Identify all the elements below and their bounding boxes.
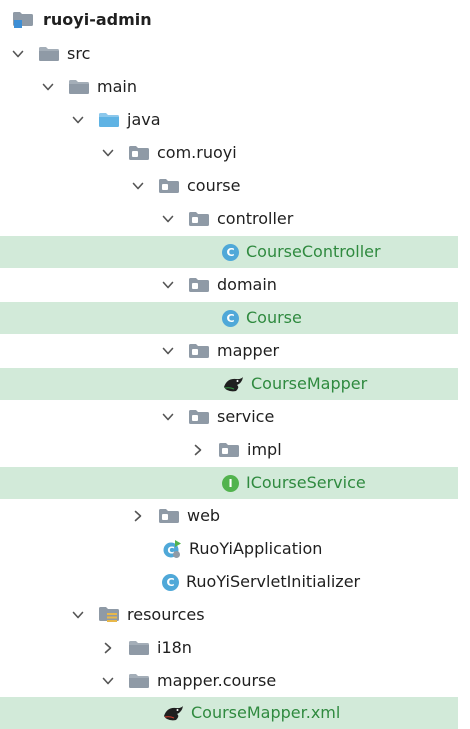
tree-node-label: main [97, 77, 137, 96]
tree-node-ruoyi-servlet-initializer[interactable]: C RuoYiServletInitializer [0, 566, 470, 598]
tree-node-label: com.ruoyi [157, 143, 237, 162]
folder-icon [68, 79, 90, 95]
chevron-down-icon[interactable] [10, 46, 26, 62]
package-icon [158, 508, 180, 524]
chevron-down-icon[interactable] [100, 673, 116, 689]
tree-node-label: RuoYiApplication [189, 539, 323, 558]
svg-text:C: C [167, 546, 174, 557]
chevron-down-icon[interactable] [160, 343, 176, 359]
resources-folder-icon [98, 606, 120, 624]
package-icon [188, 409, 210, 425]
tree-node-main[interactable]: main [0, 71, 470, 103]
tree-node-com-ruoyi[interactable]: com.ruoyi [0, 137, 470, 169]
package-icon [218, 442, 240, 458]
chevron-down-icon[interactable] [70, 112, 86, 128]
tree-node-label: impl [247, 440, 282, 459]
tree-node-label: web [187, 506, 221, 525]
tree-node-ruoyi-admin[interactable]: ruoyi-admin [0, 4, 470, 36]
tree-node-label: resources [127, 605, 205, 624]
chevron-right-icon[interactable] [190, 442, 206, 458]
tree-node-label: mapper [217, 341, 280, 360]
tree-node-label: ICourseService [246, 473, 366, 492]
java-class-icon: C [222, 309, 239, 327]
tree-node-icourse-service[interactable]: I ICourseService [0, 467, 458, 499]
chevron-down-icon[interactable] [160, 409, 176, 425]
chevron-right-icon[interactable] [100, 640, 116, 656]
folder-icon [128, 640, 150, 656]
tree-node-label: controller [217, 209, 294, 228]
java-class-icon: C [162, 573, 179, 591]
chevron-down-icon[interactable] [70, 607, 86, 623]
module-folder-icon [12, 11, 36, 29]
tree-node-label: src [67, 44, 91, 63]
tree-node-label: CourseMapper [251, 374, 368, 393]
java-class-icon: C [222, 243, 239, 261]
tree-node-label: Course [246, 308, 302, 327]
source-folder-icon [98, 112, 120, 128]
tree-node-ruoyi-application[interactable]: C RuoYiApplication [0, 533, 470, 565]
tree-node-java[interactable]: java [0, 104, 470, 136]
tree-node-web[interactable]: web [0, 500, 470, 532]
package-icon [128, 145, 150, 161]
tree-node-course-class[interactable]: C Course [0, 302, 458, 334]
tree-node-impl[interactable]: impl [0, 434, 470, 466]
chevron-down-icon[interactable] [160, 277, 176, 293]
tree-node-label: ruoyi-admin [43, 10, 152, 29]
folder-icon [128, 673, 150, 689]
tree-node-i18n[interactable]: i18n [0, 632, 470, 664]
mybatis-bird-icon [162, 704, 184, 722]
tree-node-mapper[interactable]: mapper [0, 335, 470, 367]
tree-node-service[interactable]: service [0, 401, 470, 433]
chevron-right-icon[interactable] [130, 508, 146, 524]
chevron-down-icon[interactable] [100, 145, 116, 161]
tree-node-label: CourseController [246, 242, 381, 261]
package-icon [158, 178, 180, 194]
tree-node-label: service [217, 407, 275, 426]
package-icon [188, 343, 210, 359]
spring-boot-application-icon: C [162, 539, 182, 559]
mybatis-bird-icon [222, 375, 244, 393]
tree-node-label: domain [217, 275, 277, 294]
tree-node-resources[interactable]: resources [0, 599, 470, 631]
tree-node-course[interactable]: course [0, 170, 470, 202]
tree-node-course-mapper-xml[interactable]: CourseMapper.xml [0, 697, 458, 729]
tree-node-course-mapper[interactable]: CourseMapper [0, 368, 458, 400]
tree-node-src[interactable]: src [0, 38, 470, 70]
tree-node-course-controller[interactable]: C CourseController [0, 236, 458, 268]
folder-icon [38, 46, 60, 62]
tree-node-label: i18n [157, 638, 192, 657]
tree-node-controller[interactable]: controller [0, 203, 470, 235]
chevron-down-icon[interactable] [40, 79, 56, 95]
tree-node-label: course [187, 176, 241, 195]
chevron-down-icon[interactable] [130, 178, 146, 194]
tree-node-label: java [127, 110, 161, 129]
tree-node-label: RuoYiServletInitializer [186, 572, 361, 591]
java-interface-icon: I [222, 474, 239, 492]
tree-node-mapper-course[interactable]: mapper.course [0, 665, 470, 697]
tree-node-label: mapper.course [157, 671, 277, 690]
package-icon [188, 211, 210, 227]
chevron-down-icon[interactable] [160, 211, 176, 227]
tree-node-domain[interactable]: domain [0, 269, 470, 301]
package-icon [188, 277, 210, 293]
tree-node-label: CourseMapper.xml [191, 703, 341, 722]
